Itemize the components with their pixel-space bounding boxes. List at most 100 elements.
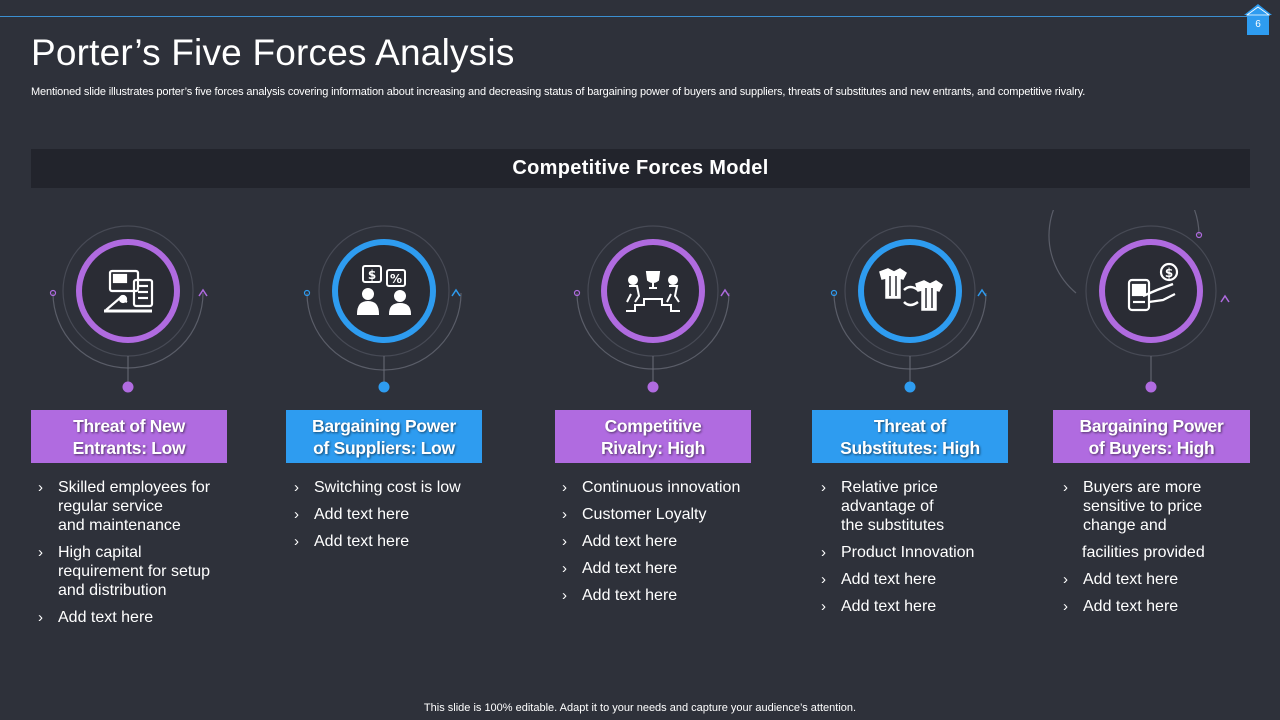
footer-note: This slide is 100% editable. Adapt it to… [423, 702, 857, 714]
bullet-line: and maintenance [58, 517, 181, 534]
chevron-right-icon: › [562, 560, 567, 577]
force-bullet-list: › Skilled employees for regular service … [34, 478, 234, 635]
bullet-line: Add text here [314, 506, 410, 523]
bullet-line: Product Innovation [841, 544, 975, 561]
force-header: Threat of New Entrants: Low [31, 410, 227, 463]
bullet-item: › Continuous innovation [558, 478, 758, 497]
bullet-line: facilities provided [1082, 544, 1205, 561]
chevron-right-icon: › [562, 479, 567, 496]
shirt-swap-icon [879, 268, 943, 311]
bullet-item: › Add text here [817, 570, 1017, 589]
bullet-item: › Add text here [558, 586, 758, 605]
bullet-item: › Add text here [34, 608, 234, 627]
force-header-line2: Substitutes: High [840, 437, 980, 458]
bullet-item: › Add text here [1059, 570, 1259, 589]
bullet-item: › Relative price advantage of the substi… [817, 478, 1017, 535]
bullet-line: requirement for setup [58, 563, 211, 580]
svg-text:%: % [390, 272, 402, 286]
bullet-line: Add text here [582, 587, 678, 604]
svg-text:$: $ [368, 268, 376, 282]
bullet-item: facilities provided [1059, 543, 1259, 562]
chevron-right-icon: › [1063, 479, 1068, 496]
bullet-item: › Skilled employees for regular service … [34, 478, 234, 535]
bullet-item: › Product Innovation [817, 543, 1017, 562]
chevron-right-icon: › [294, 479, 299, 496]
force-bullet-list: › Relative price advantage of the substi… [817, 478, 1017, 624]
chevron-right-icon: › [562, 506, 567, 523]
chevron-right-icon: › [821, 544, 826, 561]
force-header-line1: Threat of [873, 415, 947, 436]
chevron-right-icon: › [821, 479, 826, 496]
bullet-item: › Switching cost is low [290, 478, 490, 497]
home-page-badge[interactable]: 6 [1243, 2, 1273, 36]
model-title: Competitive Forces Model [512, 157, 769, 179]
bullet-line: Add text here [1083, 598, 1179, 615]
bullet-item: › Add text here [558, 559, 758, 578]
bullet-item: › Customer Loyalty [558, 505, 758, 524]
force-graphic [830, 225, 987, 393]
page-number: 6 [1255, 19, 1261, 30]
force-header: Threat of Substitutes: High [812, 410, 1008, 463]
model-title-bar: Competitive Forces Model [31, 149, 1250, 188]
force-graphic: $ [1048, 210, 1230, 393]
bullet-line: Relative price [841, 479, 938, 496]
bullet-item: › Add text here [817, 597, 1017, 616]
chevron-right-icon: › [38, 609, 43, 626]
bullet-line: Customer Loyalty [582, 506, 707, 523]
bullet-line: Add text here [841, 571, 937, 588]
bullet-item: › Add text here [290, 505, 490, 524]
bullet-line: the substitutes [841, 517, 945, 534]
race-trophy-icon [626, 271, 680, 312]
bullet-line: Add text here [582, 533, 678, 550]
force-header-line2: Rivalry: High [600, 437, 706, 458]
chevron-right-icon: › [562, 587, 567, 604]
chevron-right-icon: › [294, 533, 299, 550]
force-header-line1: Bargaining Power [312, 415, 456, 436]
force-header-line1: Threat of New [73, 415, 185, 436]
bullet-item: › Add text here [1059, 597, 1259, 616]
bullet-line: Switching cost is low [314, 479, 461, 496]
bullet-line: Add text here [1083, 571, 1179, 588]
bullet-item: › High capital requirement for setup and… [34, 543, 234, 600]
force-header-line1: Bargaining Power [1079, 415, 1224, 436]
chevron-right-icon: › [821, 571, 826, 588]
force-header-line2: of Suppliers: Low [313, 437, 455, 458]
chevron-right-icon: › [1063, 571, 1068, 588]
page-subtitle: Mentioned slide illustrates porter’s fiv… [31, 86, 1086, 98]
computer-machine-icon [104, 269, 154, 313]
chevron-right-icon: › [562, 533, 567, 550]
bullet-item: › Buyers are more sensitive to price cha… [1059, 478, 1259, 535]
force-header-line2: Entrants: Low [72, 437, 186, 458]
bullet-line: sensitive to price [1083, 498, 1203, 515]
force-bullet-list: › Buyers are more sensitive to price cha… [1059, 478, 1259, 624]
home-icon [1244, 4, 1272, 35]
bullet-line: Add text here [58, 609, 154, 626]
bullet-line: Buyers are more [1083, 479, 1202, 496]
bullet-line: change and [1083, 517, 1167, 534]
chevron-right-icon: › [38, 479, 43, 496]
chevron-right-icon: › [38, 544, 43, 561]
page-title: Porter’s Five Forces Analysis [31, 32, 515, 73]
bullet-line: High capital [58, 544, 142, 561]
force-graphic: $ % [303, 225, 462, 393]
bullet-line: Add text here [314, 533, 410, 550]
bullet-line: Add text here [841, 598, 937, 615]
bullet-line: advantage of [841, 498, 934, 515]
supplier-negotiation-icon: $ % [356, 265, 412, 315]
svg-text:$: $ [1165, 266, 1173, 280]
buyer-payment-icon: $ [1127, 262, 1179, 312]
chevron-right-icon: › [821, 598, 826, 615]
bullet-line: Skilled employees for [58, 479, 211, 496]
force-bullet-list: › Switching cost is low › Add text here … [290, 478, 490, 559]
chevron-right-icon: › [294, 506, 299, 523]
force-header-line2: of Buyers: High [1088, 437, 1215, 458]
bullet-line: regular service [58, 498, 163, 515]
force-graphic [49, 225, 208, 393]
force-graphic [573, 225, 730, 393]
top-accent-line [0, 16, 1252, 17]
force-bullet-list: › Continuous innovation › Customer Loyal… [558, 478, 758, 613]
bullet-item: › Add text here [290, 532, 490, 551]
force-header: Bargaining Power of Buyers: High [1053, 410, 1250, 463]
chevron-right-icon: › [1063, 598, 1068, 615]
force-header: Bargaining Power of Suppliers: Low [286, 410, 482, 463]
